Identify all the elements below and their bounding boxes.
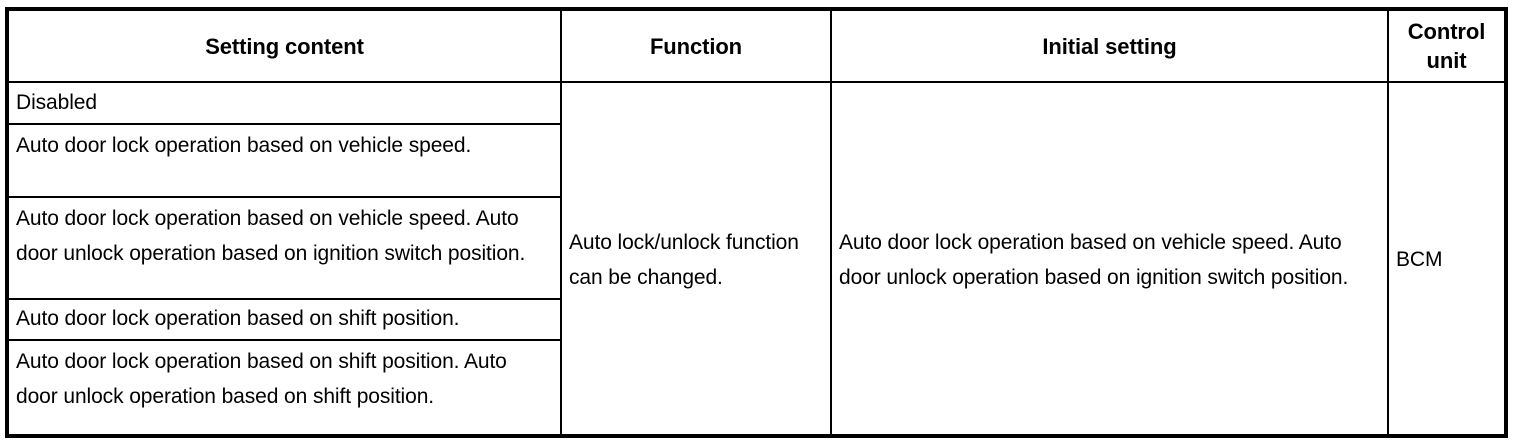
setting-row-divider-3 xyxy=(9,298,560,300)
column-header-function: Function xyxy=(649,33,743,59)
column-header-control-unit: Control unit xyxy=(1389,11,1504,81)
header-row-divider xyxy=(9,81,1504,83)
table-cell-initial-setting: Auto door lock operation based on vehicl… xyxy=(832,81,1387,438)
table-grid-lines xyxy=(9,11,1504,434)
table-row-setting-content-4: Auto door lock operation based on shift … xyxy=(16,307,460,330)
column-header-initial-setting: Initial setting xyxy=(1042,33,1177,59)
setting-row-divider-1 xyxy=(9,123,560,125)
table-row-setting-content-2: Auto door lock operation based on vehicl… xyxy=(16,134,472,157)
column-divider-setting-function xyxy=(560,11,562,434)
setting-row-divider-4 xyxy=(9,339,560,341)
table-cell-control-unit: BCM xyxy=(1396,248,1443,271)
column-divider-initial-control xyxy=(1387,11,1389,434)
table-row-setting-content-5: Auto door lock operation based on shift … xyxy=(16,350,507,408)
table-cell-function: Auto lock/unlock function can be changed… xyxy=(562,81,830,438)
table-row-setting-content-3: Auto door lock operation based on vehicl… xyxy=(16,207,526,265)
table-row-setting-content-1: Disabled xyxy=(16,91,97,114)
column-header-control-unit-line1: Control xyxy=(1407,19,1486,44)
column-divider-function-initial xyxy=(830,11,832,434)
column-header-setting-content: Setting content xyxy=(205,33,364,59)
setting-row-divider-2 xyxy=(9,196,560,198)
table-cell-function-text: Auto lock/unlock function can be changed… xyxy=(569,230,799,289)
table-cell-initial-setting-text: Auto door lock operation based on vehicl… xyxy=(839,230,1349,289)
column-header-control-unit-line2: unit xyxy=(1426,48,1467,73)
settings-spec-table: Setting content Function Initial setting… xyxy=(5,7,1508,438)
